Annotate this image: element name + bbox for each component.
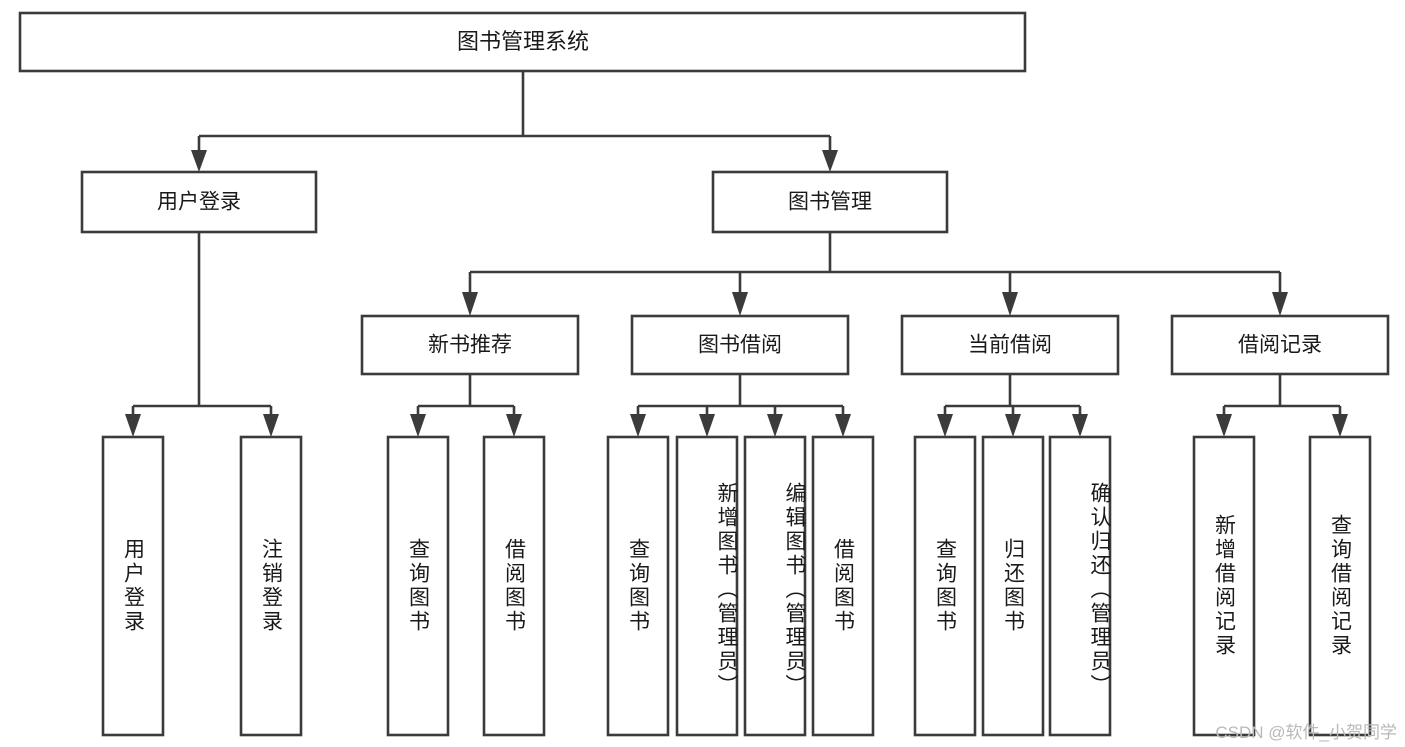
node-root-label: 图书管理系统 (457, 29, 589, 54)
node-book-manage[interactable]: 图书管理 (711, 170, 949, 234)
node-book-borrow[interactable]: 图书借阅 (630, 314, 850, 376)
node-leaf-query-book-1[interactable] (386, 435, 450, 737)
csdn-watermark: CSDN @软件_小贺同学 (1215, 723, 1397, 742)
node-leaf-query-book-2[interactable] (606, 435, 670, 737)
edge-borrow-record-to-leaves (1216, 374, 1348, 437)
node-leaf-query-book-3[interactable] (913, 435, 977, 737)
edge-book-borrow-to-leaves (630, 374, 851, 437)
node-leaf-query-record[interactable] (1308, 435, 1372, 737)
node-current-borrow-label: 当前借阅 (968, 334, 1052, 357)
node-borrow-record-label: 借阅记录 (1238, 334, 1322, 357)
edge-user-login-to-leaves (125, 232, 279, 437)
node-new-book-recommend[interactable]: 新书推荐 (360, 314, 580, 376)
node-current-borrow[interactable]: 当前借阅 (900, 314, 1120, 376)
edge-book-manage-to-level3 (462, 232, 1288, 316)
node-leaf-user-login[interactable] (101, 435, 165, 737)
node-leaf-borrow-book-1[interactable] (482, 435, 546, 737)
edge-root-to-level2 (191, 72, 838, 172)
node-leaf-edit-book[interactable] (743, 435, 807, 737)
node-leaf-return-book[interactable] (981, 435, 1045, 737)
node-user-login-label: 用户登录 (157, 191, 241, 214)
node-leaf-logout[interactable] (239, 435, 303, 737)
node-leaf-add-book[interactable] (675, 435, 739, 737)
node-leaf-borrow-book-2[interactable] (811, 435, 875, 737)
node-book-borrow-label: 图书借阅 (698, 334, 782, 357)
node-new-book-recommend-label: 新书推荐 (428, 334, 512, 357)
node-user-login[interactable]: 用户登录 (80, 170, 318, 234)
edge-new-book-rec-to-leaves (410, 374, 522, 437)
node-borrow-record[interactable]: 借阅记录 (1170, 314, 1390, 376)
node-root[interactable]: 图书管理系统 (18, 11, 1027, 73)
node-book-manage-label: 图书管理 (788, 191, 872, 214)
node-leaf-add-record[interactable] (1192, 435, 1256, 737)
edge-current-borrow-to-leaves (937, 374, 1088, 437)
node-leaf-confirm-return[interactable] (1048, 435, 1112, 737)
